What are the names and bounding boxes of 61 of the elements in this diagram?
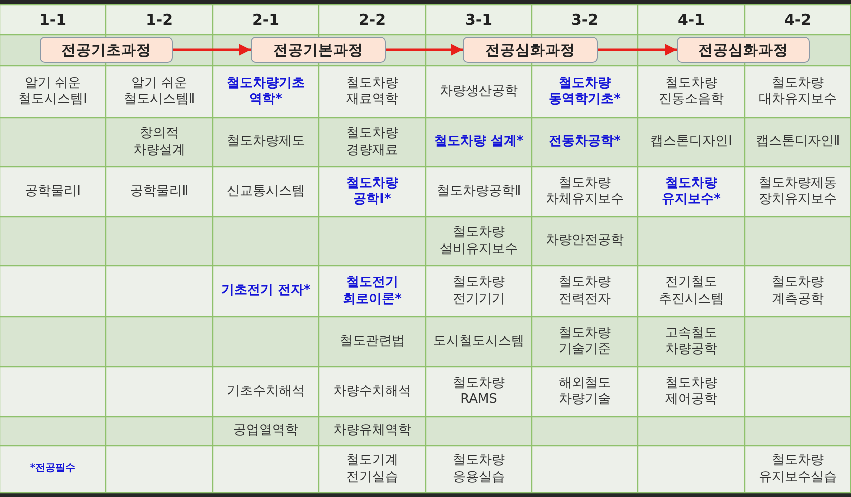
course-name: 철도관련법 [340, 334, 405, 350]
course-name: 철도차량 경량재료 [346, 126, 400, 159]
stage-box: 전공심화과정 [677, 37, 810, 63]
course-name: 신교통시스템 [227, 184, 305, 200]
arrow [386, 44, 463, 56]
semester-heading: 1-2 [146, 10, 174, 30]
course-name: 철도차량 기술기준 [558, 326, 612, 358]
required-course-name: 전동차공학* [549, 134, 621, 151]
course-name: 차량안전공학 [546, 233, 624, 250]
semester-heading: 3-2 [571, 10, 599, 30]
semester-heading: 2-2 [358, 10, 386, 30]
course-name: 전기철도 추진시스템 [658, 275, 725, 308]
course-name: 철도차량 차체유지보수 [545, 176, 625, 208]
course-name: 공업열역학 [234, 423, 298, 440]
course-name: 고속철도 차량공학 [664, 326, 718, 358]
course-name: 캡스톤디자인Ⅰ [650, 134, 732, 151]
course-name: 철도차량 설비유지보수 [439, 225, 519, 258]
course-name: 철도차량 전기기기 [452, 275, 506, 308]
required-course-name: 철도차량 공학Ⅰ* [346, 176, 400, 208]
required-course-name: 기초전기 전자* [221, 283, 311, 300]
course-name: 해외철도 차량기술 [558, 376, 612, 408]
stage-box: 전공기본과정 [251, 37, 386, 63]
semester-heading: 4-1 [678, 10, 706, 30]
course-name: 도시철도시스템 [434, 334, 524, 350]
arrow [598, 44, 677, 56]
required-course-name: 철도차량 동역학기초* [548, 76, 622, 108]
course-name: 철도차량 유지보수실습 [758, 453, 838, 486]
course-name: 철도차량공학Ⅱ [436, 184, 522, 200]
course-name: 알기 쉬운 철도시스템Ⅰ [18, 76, 88, 108]
course-name: 철도차량 재료역학 [346, 76, 400, 108]
footnote: *전공필수 [30, 463, 76, 476]
course-name: 공학물리Ⅱ [130, 184, 189, 200]
stage-box: 전공기초과정 [40, 37, 173, 63]
course-name: 철도차량 진동소음학 [658, 76, 725, 108]
required-course-name: 철도차량 유지보수* [661, 176, 722, 208]
course-name: 차량생산공학 [440, 84, 518, 100]
course-name: 공학물리Ⅰ [25, 184, 81, 200]
course-name: 철도차량 RAMS [452, 376, 506, 408]
stage-box: 전공심화과정 [463, 37, 598, 63]
course-name: 철도차량 대차유지보수 [758, 76, 838, 108]
semester-heading: 4-2 [784, 10, 812, 30]
course-name: 철도차량 계측공학 [771, 275, 825, 308]
semester-heading: 3-1 [465, 10, 493, 30]
course-name: 철도차량 응용실습 [452, 453, 506, 486]
course-name: 차량유체역학 [334, 423, 412, 440]
course-name: 철도차량 제어공학 [664, 376, 718, 408]
required-course-name: 철도전기 회로이론* [342, 275, 403, 308]
course-name: 철도차량제도 [227, 134, 305, 151]
required-course-name: 철도차량 설계* [434, 134, 524, 151]
arrow [173, 44, 251, 56]
course-name: 창의적 차량설계 [132, 126, 186, 159]
course-name: 철도차량제동 장치유지보수 [758, 176, 838, 208]
required-course-name: 철도차량기초 역학* [226, 76, 306, 108]
semester-heading: 1-1 [39, 10, 67, 30]
course-name: 기초수치해석 [227, 384, 305, 400]
course-name: 캡스톤디자인Ⅱ [756, 134, 840, 151]
course-name: 알기 쉬운 철도시스템Ⅱ [122, 76, 196, 108]
course-name: 철도기계 전기실습 [346, 453, 400, 486]
course-name: 철도차량 전력전자 [558, 275, 612, 308]
course-name: 차량수치해석 [334, 384, 412, 400]
semester-heading: 2-1 [252, 10, 280, 30]
